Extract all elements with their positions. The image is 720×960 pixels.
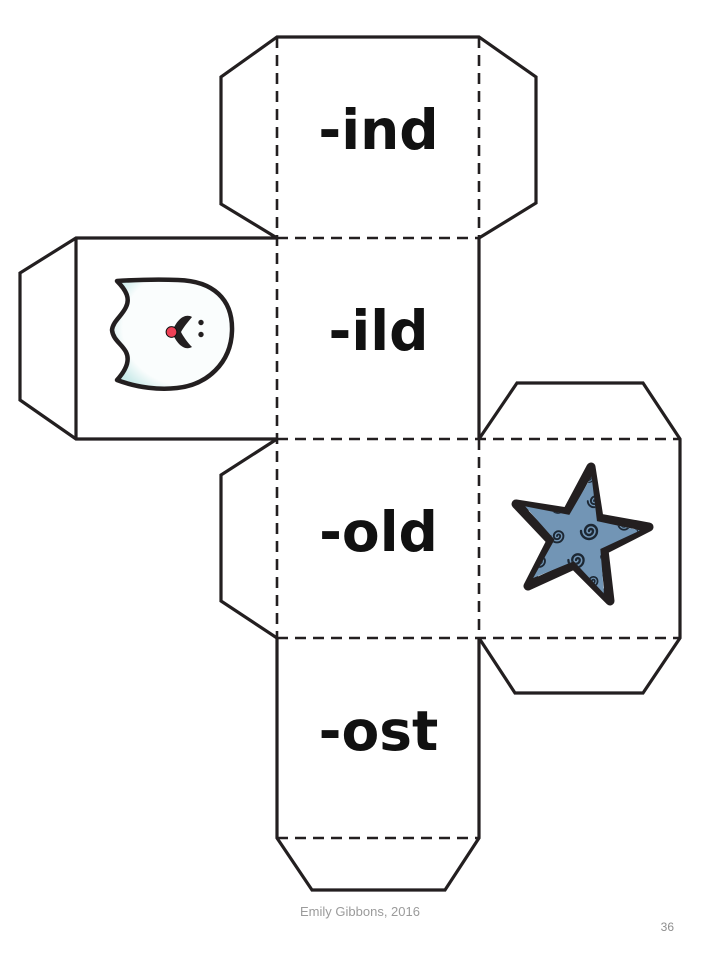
- face-label-ild: -ild: [328, 298, 429, 363]
- bottom-face-and-tab-outline: [275, 638, 481, 892]
- footer-credit: Emily Gibbons, 2016: [300, 904, 420, 919]
- left-face-and-tab-outline: [18, 236, 277, 441]
- face-label-old: -old: [319, 499, 438, 564]
- ghost-eye-bottom: [198, 331, 204, 338]
- ghost-eye-top: [198, 319, 204, 326]
- page-number: 36: [660, 920, 674, 934]
- star-image: [516, 467, 649, 601]
- right-face-and-tabs-outline: [477, 381, 682, 695]
- face-label-ind: -ind: [318, 97, 439, 162]
- ghost-mouth: [172, 315, 192, 349]
- ghost-image: [109, 277, 235, 391]
- ghost-nose: [165, 326, 178, 338]
- fold-lines: [275, 37, 680, 840]
- face-label-ost: -ost: [318, 698, 439, 763]
- cut-lines: [18, 35, 682, 892]
- center-lower-face-left-tab-outline: [219, 437, 278, 640]
- top-face-glue-tab-outline: [219, 35, 538, 240]
